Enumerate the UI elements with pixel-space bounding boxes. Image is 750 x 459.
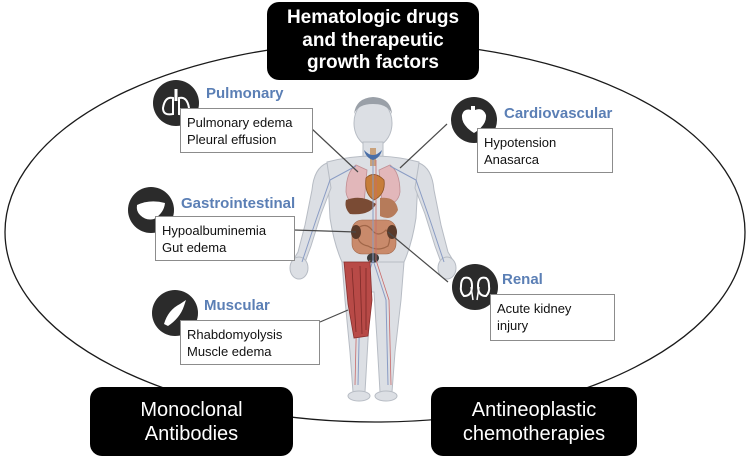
agent-box-monoclonal: Monoclonal Antibodies [90,387,293,456]
agent-line: chemotherapies [462,422,606,445]
effect-box-pulmonary: Pulmonary edema Pleural effusion [180,108,313,153]
agent-line: Antibodies [144,422,239,445]
effect-line: Acute kidney [497,301,572,316]
effect-box-cardiovascular: Hypotension Anasarca [477,128,613,173]
effect-line: Muscle edema [187,344,272,359]
effect-line: Gut edema [162,240,227,255]
connector-cardiovascular [399,123,448,169]
effect-line: Hypoalbuminemia [162,223,267,238]
muscle-icon [152,290,198,336]
connector-gastrointestinal [293,229,357,233]
effect-line: Pulmonary edema [187,115,293,130]
effect-line: Pleural effusion [187,132,277,147]
organ-title-muscular: Muscular [204,297,270,314]
agent-box-antineoplastic: Antineoplastic chemotherapies [431,387,637,456]
organ-title-gastrointestinal: Gastrointestinal [181,195,296,212]
effect-line: injury [497,318,529,333]
effect-line: Hypotension [484,135,557,150]
agent-line: Antineoplastic [471,398,597,421]
agent-line: Hematologic drugs [286,6,460,28]
agent-line: Monoclonal [140,398,243,421]
organ-title-renal: Renal [502,271,543,288]
connector-renal [387,231,449,283]
effect-box-renal: Acute kidney injury [490,294,615,341]
agent-line: and therapeutic [302,29,444,51]
organ-title-pulmonary: Pulmonary [206,85,284,102]
connectors [293,123,449,323]
effect-line: Anasarca [484,152,539,167]
effect-box-gastrointestinal: Hypoalbuminemia Gut edema [155,216,295,261]
agent-box-hematologic: Hematologic drugs and therapeutic growth… [267,2,479,80]
human-body-figure [289,97,457,402]
agent-line: growth factors [307,52,439,74]
effect-line: Rhabdomyolysis [187,327,283,342]
connector-pulmonary [310,127,359,173]
effect-box-muscular: Rhabdomyolysis Muscle edema [180,320,320,365]
organ-title-cardiovascular: Cardiovascular [504,105,613,122]
connector-muscular [319,309,349,323]
